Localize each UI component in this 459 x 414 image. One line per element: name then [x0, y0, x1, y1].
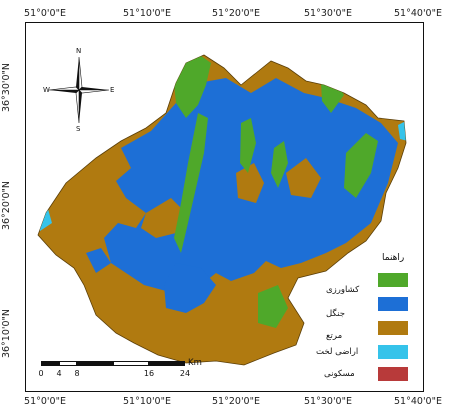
agriculture-region: [344, 133, 378, 198]
compass-rose-icon: [48, 56, 110, 124]
bottom-tick-label: 51°20'0"E: [212, 396, 260, 407]
legend-swatch: [378, 345, 408, 359]
map-canvas: [37, 54, 407, 366]
map-frame: N S W E راهنما کشاورزی جنگل مرتع اراضی ل…: [25, 22, 424, 392]
agriculture-region: [258, 285, 288, 328]
left-tick-label: 36°20'0"N: [1, 180, 13, 231]
scale-segment: [113, 361, 149, 366]
east-label: E: [110, 86, 115, 94]
north-arrow: N S W E: [43, 45, 115, 135]
scale-label: 24: [179, 369, 191, 378]
left-tick-label: 36°30'0"N: [1, 62, 13, 113]
left-tick-label: 36°10'0"N: [1, 308, 13, 359]
legend-label: مسکونی: [324, 369, 355, 379]
legend-label: کشاورزی: [326, 285, 360, 295]
bottom-tick-label: 51°0'0"E: [24, 396, 66, 407]
bottom-tick-label: 51°40'0"E: [394, 396, 442, 407]
scale-bar: 0 4 8 16 24 Km: [36, 358, 226, 391]
bottom-tick-label: 51°10'0"E: [123, 396, 171, 407]
scale-segment: [41, 361, 59, 366]
scale-label: 8: [74, 369, 80, 378]
north-label: N: [76, 47, 82, 55]
scale-label: 16: [143, 369, 155, 378]
scale-segment: [149, 361, 185, 366]
forest-region: [164, 263, 216, 313]
top-tick-label: 51°20'0"E: [212, 8, 260, 19]
legend-label: اراضی لخت: [316, 347, 359, 357]
legend-swatch: [378, 273, 408, 287]
legend-swatch: [378, 321, 408, 335]
legend-title: راهنما: [382, 253, 405, 263]
top-tick-label: 51°40'0"E: [394, 8, 442, 19]
scale-segment: [77, 361, 113, 366]
south-label: S: [76, 125, 81, 133]
legend-swatch: [378, 297, 408, 311]
forest-region: [86, 248, 111, 273]
scale-label: 0: [38, 369, 44, 378]
agriculture-region: [271, 141, 288, 188]
scale-segment: [59, 361, 77, 366]
west-label: W: [43, 86, 50, 94]
bottom-tick-label: 51°30'0"E: [304, 396, 352, 407]
legend-label: مرتع: [326, 331, 343, 341]
rangeland-patch: [236, 163, 264, 203]
agriculture-region: [174, 113, 208, 253]
rangeland-patch: [286, 158, 321, 198]
legend-swatch: [378, 367, 408, 381]
top-tick-label: 51°10'0"E: [123, 8, 171, 19]
agriculture-region: [240, 118, 256, 173]
legend-label: جنگل: [326, 309, 345, 319]
rangeland-patch: [141, 198, 186, 238]
scale-label: 4: [56, 369, 62, 378]
top-tick-label: 51°0'0"E: [24, 8, 66, 19]
scale-unit: Km: [188, 358, 202, 368]
top-tick-label: 51°30'0"E: [304, 8, 352, 19]
